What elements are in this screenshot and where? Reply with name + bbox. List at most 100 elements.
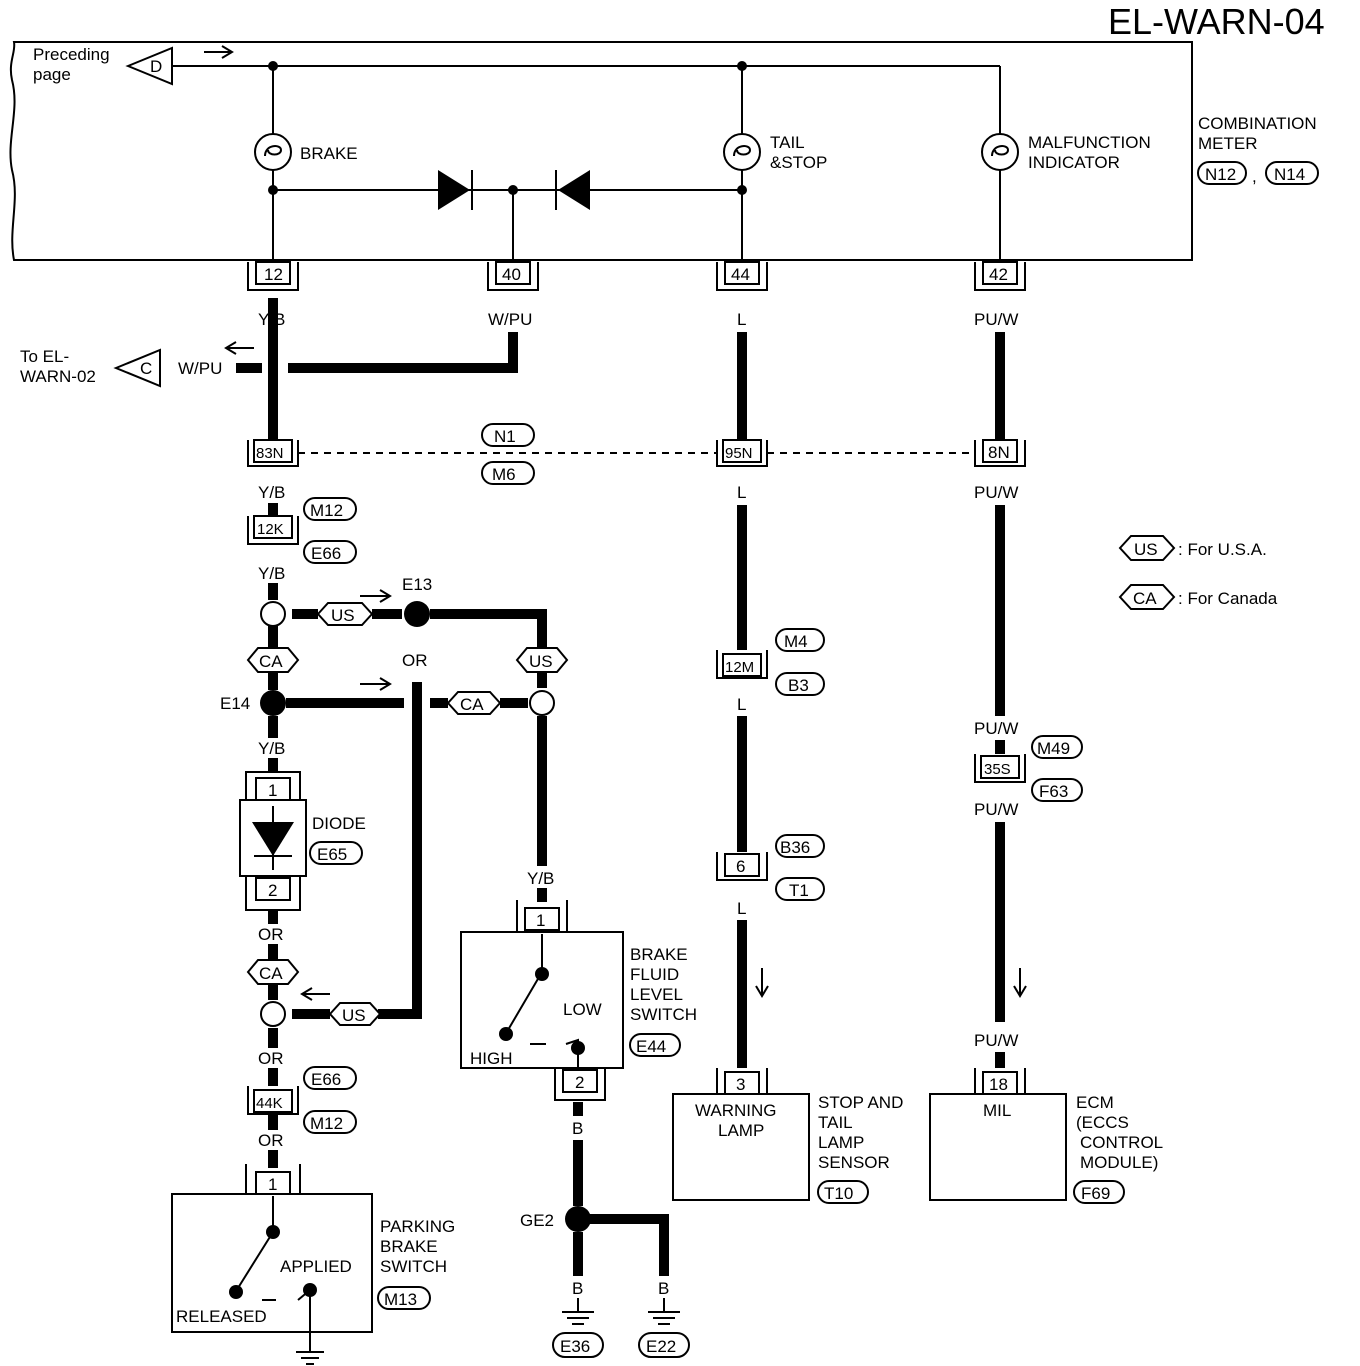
connector-e66-a: E66 bbox=[311, 544, 341, 563]
comma: , bbox=[1252, 167, 1257, 186]
connector-e65: E65 bbox=[317, 845, 347, 864]
tag-us-1: US bbox=[331, 606, 355, 625]
connector-m12-b: M12 bbox=[310, 1114, 343, 1133]
wire-wpu-1: W/PU bbox=[488, 310, 532, 329]
legend-ca-tag bbox=[1118, 584, 1176, 610]
svg-text:2: 2 bbox=[268, 881, 277, 900]
pbs-label-1: PARKING bbox=[380, 1217, 455, 1236]
ecm-module: 18 bbox=[929, 1068, 1067, 1201]
wire-l-3: L bbox=[737, 695, 746, 714]
svg-text:12M: 12M bbox=[725, 659, 754, 676]
legend-ca-text: : For Canada bbox=[1178, 589, 1278, 608]
tag-us-3: US bbox=[342, 1006, 366, 1025]
connector-n1: N1 bbox=[494, 427, 516, 446]
legend-us-tag bbox=[1118, 535, 1176, 561]
wire-puw-5: PU/W bbox=[974, 1031, 1018, 1050]
wire-b-2: B bbox=[572, 1279, 583, 1298]
arrow-icon bbox=[360, 589, 392, 603]
wire-puw-3: PU/W bbox=[974, 719, 1018, 738]
pbs-label-3: SWITCH bbox=[380, 1257, 447, 1276]
brake-lamp-icon bbox=[254, 133, 292, 171]
stl-label-2: TAIL bbox=[818, 1113, 853, 1132]
malfunction-label-2: INDICATOR bbox=[1028, 153, 1120, 172]
pin-95n-connector: 95N bbox=[716, 439, 768, 467]
connector-m12-a: M12 bbox=[310, 501, 343, 520]
malfunction-lamp-icon bbox=[981, 133, 1019, 171]
connector-b36: B36 bbox=[780, 838, 810, 857]
junction-e14: E14 bbox=[220, 694, 250, 713]
connector-t1: T1 bbox=[789, 881, 809, 900]
connector-n14-pill bbox=[1265, 161, 1319, 185]
arrow-icon bbox=[1013, 968, 1027, 998]
ecm-label-4: MODULE) bbox=[1080, 1153, 1158, 1172]
svg-text:83N: 83N bbox=[256, 445, 284, 462]
ecm-label-3: CONTROL bbox=[1080, 1133, 1163, 1152]
pin-6-connector: 6 bbox=[716, 852, 768, 881]
stl-label-3: LAMP bbox=[818, 1133, 864, 1152]
svg-text:2: 2 bbox=[575, 1073, 584, 1092]
stl-label-4: SENSOR bbox=[818, 1153, 890, 1172]
svg-text:44: 44 bbox=[731, 265, 750, 284]
warning-lamp-label-2: LAMP bbox=[718, 1121, 764, 1140]
connector-f69: F69 bbox=[1081, 1184, 1110, 1203]
pin-44k-connector: 44K bbox=[247, 1086, 299, 1115]
tail-stop-label: TAIL bbox=[770, 133, 805, 152]
diagram-title: EL-WARN-04 bbox=[1108, 1, 1325, 42]
svg-text:6: 6 bbox=[736, 857, 745, 876]
svg-text:1: 1 bbox=[268, 781, 277, 800]
svg-text:95N: 95N bbox=[725, 445, 753, 462]
connector-b3: B3 bbox=[788, 676, 809, 695]
connector-f63: F63 bbox=[1039, 782, 1068, 801]
pin-44-connector: 44 bbox=[716, 261, 768, 291]
wire-or-1: OR bbox=[402, 651, 428, 670]
svg-text:1: 1 bbox=[536, 911, 545, 930]
brake-fluid-level-switch: 1 2 bbox=[460, 900, 624, 1101]
arrow-icon bbox=[360, 677, 392, 691]
pin-12k-connector: 12K bbox=[247, 515, 299, 545]
wire-wpu-2: W/PU bbox=[178, 359, 222, 378]
wire-puw-4: PU/W bbox=[974, 800, 1018, 819]
connector-e44: E44 bbox=[636, 1037, 666, 1056]
connector-d: D bbox=[150, 57, 162, 76]
connector-n12: N12 bbox=[1205, 165, 1236, 184]
pin-83n-connector: 83N bbox=[247, 439, 299, 467]
wire-b-3: B bbox=[658, 1279, 669, 1298]
to-page-label: To EL- bbox=[20, 347, 69, 366]
svg-text:44K: 44K bbox=[256, 1095, 283, 1112]
wire-b-1: B bbox=[572, 1119, 583, 1138]
pin-42-connector: 42 bbox=[974, 261, 1026, 291]
wire-puw-2: PU/W bbox=[974, 483, 1018, 502]
pin-35s-connector: 35S bbox=[974, 754, 1026, 783]
parking-brake-switch: 1 bbox=[171, 1164, 373, 1365]
wire-l-2: L bbox=[737, 483, 746, 502]
svg-text:35S: 35S bbox=[984, 761, 1011, 778]
tag-ca-3: CA bbox=[259, 964, 283, 983]
connector-c: C bbox=[140, 359, 152, 378]
arrow-icon bbox=[755, 968, 769, 998]
pin-8n-connector: 8N bbox=[974, 439, 1026, 467]
preceding-page-label: Preceding bbox=[33, 45, 110, 64]
bfl-label-3: LEVEL bbox=[630, 985, 683, 1004]
pbs-released: RELEASED bbox=[176, 1307, 267, 1326]
wire-yb-2: Y/B bbox=[258, 483, 285, 502]
bfl-label-1: BRAKE bbox=[630, 945, 688, 964]
bfl-high: HIGH bbox=[470, 1049, 513, 1068]
connector-m6: M6 bbox=[492, 465, 516, 484]
diode-label: DIODE bbox=[312, 814, 366, 833]
tail-stop-lamp-icon bbox=[723, 133, 761, 171]
tag-ca-1: CA bbox=[259, 652, 283, 671]
wire-l-1: L bbox=[737, 310, 746, 329]
pin-12m-connector: 12M bbox=[716, 650, 768, 679]
connector-c-flag bbox=[113, 348, 161, 388]
ecm-mil: MIL bbox=[983, 1101, 1011, 1120]
connector-e66-b: E66 bbox=[311, 1070, 341, 1089]
connector-e22: E22 bbox=[646, 1337, 676, 1356]
pbs-label-2: BRAKE bbox=[380, 1237, 438, 1256]
preceding-page-label-2: page bbox=[33, 65, 71, 84]
combination-meter-label: COMBINATION bbox=[1198, 114, 1317, 133]
tag-us-2: US bbox=[529, 652, 553, 671]
pin-12-connector: 12 bbox=[247, 261, 299, 291]
bfl-label-4: SWITCH bbox=[630, 1005, 697, 1024]
connector-m13: M13 bbox=[384, 1290, 417, 1309]
